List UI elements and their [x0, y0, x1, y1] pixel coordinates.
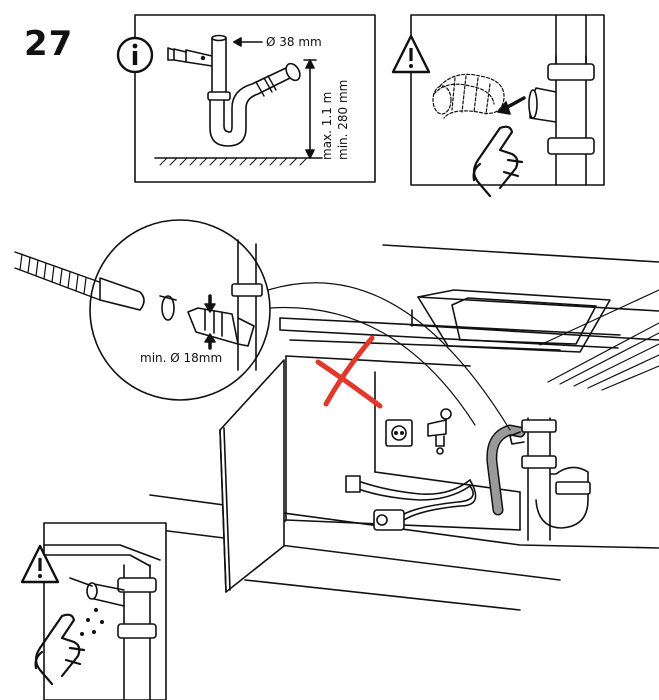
drain-hose: [486, 424, 526, 516]
removed-cap-dashed: [432, 73, 505, 119]
detail-circle: min. Ø 18mm: [14, 219, 271, 401]
pipe-diameter-label: Ø 38 mm: [266, 35, 322, 49]
warning-panel-bottom: [20, 522, 167, 700]
cabinet-door: [219, 359, 285, 593]
hose-clamp: [159, 295, 177, 321]
info-circle-icon: [116, 36, 154, 74]
warning-triangle-icon: [391, 34, 431, 74]
step-number: 27: [24, 24, 74, 64]
warning-triangle-icon: [20, 544, 60, 584]
wall-socket: [385, 419, 413, 447]
diameter-arrow: [233, 37, 263, 47]
siphon-pipe: [167, 34, 301, 147]
pointing-hand-icon: [34, 613, 86, 686]
height-min-label: min. 280 mm: [336, 80, 350, 160]
sink-siphon: [509, 417, 591, 541]
kitchen-scene: [149, 244, 659, 611]
water-drips: [80, 608, 104, 636]
height-max-label: max. 1.1 m: [320, 92, 334, 160]
height-dimension: [303, 59, 317, 159]
pointing-hand-icon: [472, 125, 524, 198]
hose-diameter-label: min. Ø 18mm: [140, 351, 222, 365]
floor-hatch: [159, 157, 308, 166]
warning-panel-top: [391, 14, 605, 198]
red-cross-icon: [315, 335, 383, 409]
corrugated-hose: [14, 251, 145, 311]
info-panel: Ø 38 mm max. 1.1 m min. 280 mm: [116, 14, 376, 183]
water-tap: [427, 408, 452, 455]
appliance-cables: [345, 475, 477, 531]
